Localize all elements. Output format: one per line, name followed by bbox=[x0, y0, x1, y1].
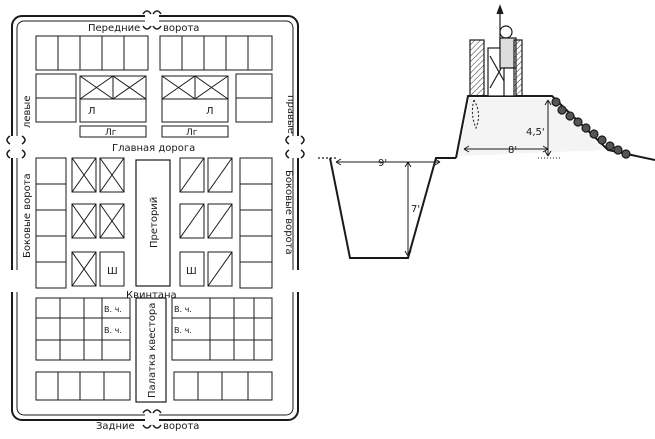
aux-mark-1: В. ч. bbox=[104, 305, 122, 314]
left-gate bbox=[6, 135, 26, 159]
praetorium-label: Преторий bbox=[149, 197, 160, 248]
middle-left-blocks bbox=[35, 157, 125, 289]
right-side-gate-label: Боковые ворота bbox=[283, 170, 294, 255]
stake-decoration bbox=[471, 99, 480, 130]
palisade-stakes bbox=[551, 97, 631, 159]
camp-plan bbox=[6, 10, 305, 429]
legion-mark-right: Л bbox=[206, 106, 214, 117]
right-side-gate bbox=[289, 270, 305, 292]
rear-blocks bbox=[35, 371, 273, 401]
lower-left-blocks bbox=[35, 297, 131, 361]
legion-block-right bbox=[161, 75, 229, 123]
legate-strip-right bbox=[161, 125, 229, 138]
legion-block-left bbox=[79, 75, 147, 123]
front-gate-suffix: ворота bbox=[163, 23, 199, 34]
ditch-depth-label: 7' bbox=[411, 204, 420, 215]
legion-mark-left: Л bbox=[88, 106, 96, 117]
rampart-height-label: 4,5' bbox=[526, 127, 545, 138]
rampart-profile bbox=[318, 4, 655, 259]
quintana-label: Квинтана bbox=[126, 290, 177, 301]
middle-right-blocks bbox=[179, 157, 273, 289]
front-gate bbox=[142, 10, 162, 30]
profile-labels: 9' 7' 8' 4,5' bbox=[378, 127, 545, 215]
left-side-gate bbox=[6, 270, 22, 292]
main-road-label: Главная дорога bbox=[112, 143, 195, 154]
rear-gate-suffix: ворота bbox=[163, 421, 199, 432]
ditch-outline bbox=[329, 157, 456, 259]
rear-gate bbox=[142, 409, 162, 429]
legate-mark-left: Лг bbox=[105, 128, 117, 138]
aux-mark-3: В. ч. bbox=[174, 305, 192, 314]
profile-dimensions bbox=[335, 99, 560, 257]
soldier-figure bbox=[469, 4, 523, 97]
left-side-gate-label: Боковые ворота bbox=[22, 173, 33, 258]
aux-mark-2: В. ч. bbox=[104, 326, 122, 335]
rampart-width-label: 8' bbox=[508, 145, 517, 156]
front-blocks bbox=[35, 35, 273, 123]
right-gate bbox=[285, 135, 305, 159]
legate-mark-right: Лг bbox=[186, 128, 198, 138]
legate-strip-left bbox=[79, 125, 147, 138]
quaestor-block bbox=[135, 297, 167, 403]
headquarters-mark-right: Ш bbox=[186, 266, 197, 277]
front-gate-label: Передние bbox=[88, 23, 140, 34]
ditch-width-label: 9' bbox=[378, 158, 387, 169]
quaestor-tent-label: Палатка квестора bbox=[147, 303, 158, 398]
camp-labels: Передние ворота Задние ворота левые прав… bbox=[22, 23, 296, 432]
aux-mark-4: В. ч. bbox=[174, 326, 192, 335]
praetorium-block bbox=[135, 159, 171, 287]
rampart-fill bbox=[458, 98, 604, 156]
rear-gate-label: Задние bbox=[96, 421, 135, 432]
right-gate-label: правые bbox=[285, 95, 296, 134]
left-gate-label: левые bbox=[22, 96, 33, 129]
headquarters-mark-left: Ш bbox=[107, 266, 118, 277]
lower-right-blocks bbox=[171, 297, 273, 361]
